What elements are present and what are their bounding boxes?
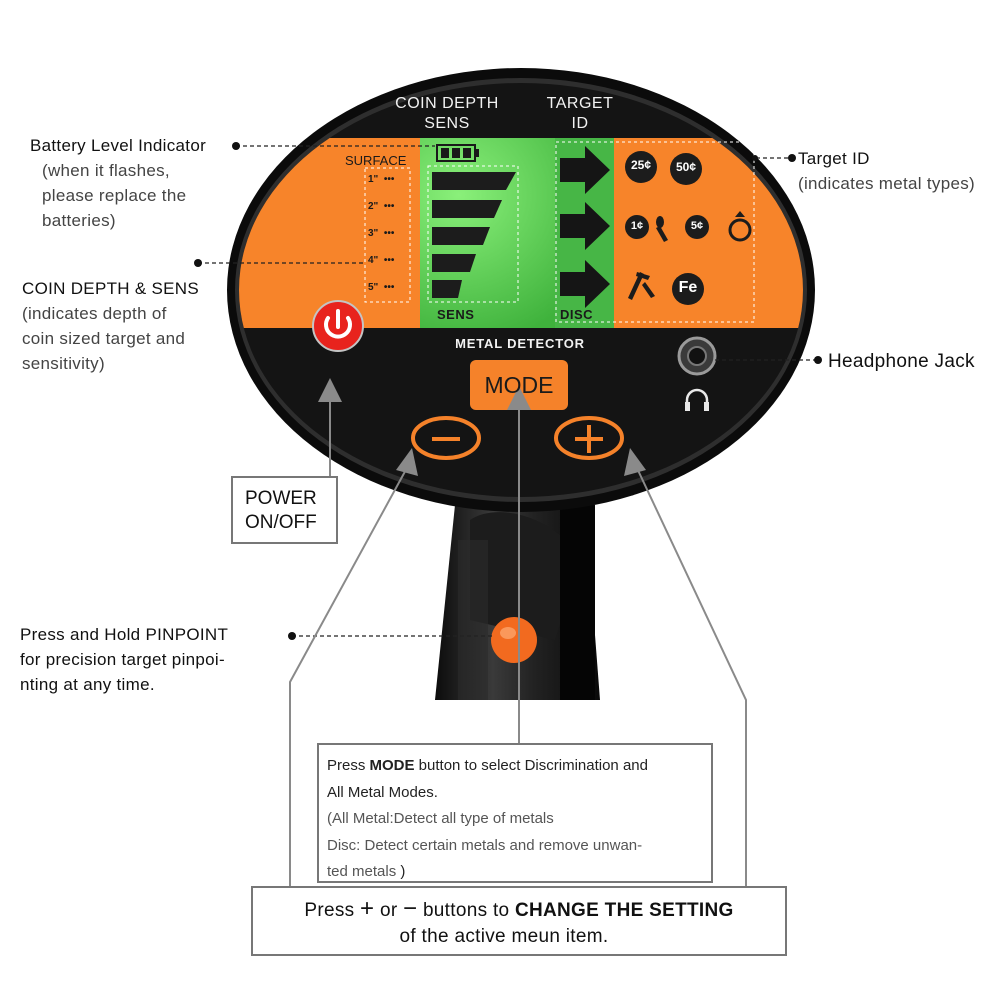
headphone-jack[interactable] bbox=[677, 336, 717, 376]
depth-mark-2: 2" bbox=[368, 201, 379, 212]
mode-button-shape[interactable] bbox=[470, 360, 568, 410]
pull-tab-icon bbox=[656, 216, 668, 242]
mode-box-line5: ted metals ) bbox=[327, 859, 711, 886]
mode-box-bold: MODE bbox=[369, 757, 415, 774]
mode-button[interactable]: MODE bbox=[484, 372, 554, 398]
target-id-callout-sub: (indicates metal types) bbox=[798, 174, 975, 193]
coin-depth-callout-sub-3: sensitivity) bbox=[22, 354, 105, 373]
battery-callout-sub-3: batteries) bbox=[42, 211, 116, 230]
mode-box-post: button to select Discrimination and bbox=[414, 757, 648, 774]
power-callout-box: POWER ON/OFF bbox=[231, 476, 338, 544]
coin-5c: 5¢ bbox=[690, 220, 704, 232]
battery-callout-sub-2: please replace the bbox=[42, 186, 187, 205]
sens-label: SENS bbox=[437, 307, 475, 322]
coin-depth-header-line2: SENS bbox=[424, 115, 470, 132]
mode-box-line5-text: ted metals bbox=[327, 863, 401, 880]
coin-25c: 25¢ bbox=[630, 158, 652, 172]
pinpoint-callout-line1: Press and Hold PINPOINT bbox=[20, 625, 229, 644]
target-id-header: TARGET ID bbox=[530, 94, 630, 134]
depth-bar-graph bbox=[432, 172, 516, 298]
setting-box-mid: or bbox=[374, 900, 404, 921]
setting-box-line2: of the active meun item. bbox=[399, 926, 609, 947]
setting-description-box: Press + or − buttons to CHANGE THE SETTI… bbox=[251, 886, 787, 956]
target-id-header-line2: ID bbox=[571, 115, 589, 132]
coin-icons bbox=[625, 151, 709, 305]
coin-fe: Fe bbox=[678, 279, 698, 296]
target-id-callout-title: Target ID bbox=[798, 149, 870, 168]
power-button[interactable] bbox=[312, 300, 364, 352]
setting-box-bold: CHANGE THE SETTING bbox=[514, 900, 734, 921]
mode-box-pre: Press bbox=[327, 757, 370, 774]
coin-depth-header: COIN DEPTH SENS bbox=[392, 94, 502, 134]
arrow-lines bbox=[289, 390, 747, 886]
pinpoint-button[interactable] bbox=[491, 617, 537, 663]
battery-callout: Battery Level Indicator (when it flashes… bbox=[30, 133, 206, 233]
mode-description-box: Press MODE button to select Discriminati… bbox=[317, 743, 713, 883]
mode-box-line5-end: ) bbox=[400, 863, 406, 880]
ring-icon bbox=[728, 211, 752, 242]
mode-box-line2: All Metal Modes. bbox=[327, 783, 438, 801]
battery-callout-sub-1: (when it flashes, bbox=[42, 161, 170, 180]
minus-button[interactable] bbox=[411, 416, 481, 460]
depth-mark-3: 3" bbox=[368, 228, 379, 239]
coin-50c: 50¢ bbox=[675, 160, 697, 174]
setting-box-pre: Press bbox=[304, 900, 361, 921]
target-id-header-line1: TARGET bbox=[546, 95, 614, 112]
pinpoint-callout-line2: for precision target pinpoi- bbox=[20, 650, 225, 669]
plus-button[interactable] bbox=[554, 416, 624, 460]
depth-mark-1: 1" bbox=[368, 174, 379, 185]
coin-depth-header-line1: COIN DEPTH bbox=[395, 95, 499, 112]
disc-label: DISC bbox=[560, 307, 594, 322]
pinpoint-callout: Press and Hold PINPOINT for precision ta… bbox=[20, 622, 228, 697]
depth-mark-5: 5" bbox=[368, 282, 379, 293]
battery-callout-title: Battery Level Indicator bbox=[30, 136, 207, 155]
depth-marks: 1" ••• 2" ••• 3" ••• 4" ••• 5" ••• bbox=[368, 174, 395, 293]
setting-box-minus: − bbox=[403, 895, 418, 922]
power-callout-line1: POWER bbox=[245, 488, 317, 509]
headphone-callout: Headphone Jack bbox=[828, 351, 975, 372]
setting-box-post: buttons to bbox=[417, 900, 515, 921]
target-id-callout: Target ID (indicates metal types) bbox=[798, 146, 975, 196]
callout-leaders bbox=[198, 145, 818, 637]
pinpoint-callout-line3: nting at any time. bbox=[20, 675, 155, 694]
handle bbox=[435, 505, 600, 700]
battery-icon bbox=[436, 144, 479, 162]
headphone-icon bbox=[685, 388, 709, 411]
nail-icon bbox=[628, 272, 655, 300]
coin-depth-callout-title: COIN DEPTH & SENS bbox=[22, 279, 200, 298]
brand-label: METAL DETECTOR bbox=[455, 336, 585, 351]
mode-box-line4: Disc: Detect certain metals and remove u… bbox=[327, 836, 643, 854]
setting-box-plus: + bbox=[360, 895, 375, 922]
mode-box-line3: (All Metal:Detect all type of metals bbox=[327, 810, 554, 827]
setting-box-line1: Press + or − buttons to CHANGE THE SETTI… bbox=[253, 896, 785, 924]
coin-depth-callout: COIN DEPTH & SENS (indicates depth of co… bbox=[22, 276, 199, 376]
coin-depth-callout-sub-2: coin sized target and bbox=[22, 329, 186, 348]
target-arrows bbox=[560, 146, 610, 308]
coin-depth-callout-sub-1: (indicates depth of bbox=[22, 304, 167, 323]
coin-1c: 1¢ bbox=[630, 220, 644, 232]
surface-label: SURFACE bbox=[345, 153, 407, 168]
power-callout-line2: ON/OFF bbox=[245, 512, 317, 533]
depth-mark-4: 4" bbox=[368, 255, 379, 266]
mode-box-line1: Press MODE button to select Discriminati… bbox=[327, 753, 711, 780]
